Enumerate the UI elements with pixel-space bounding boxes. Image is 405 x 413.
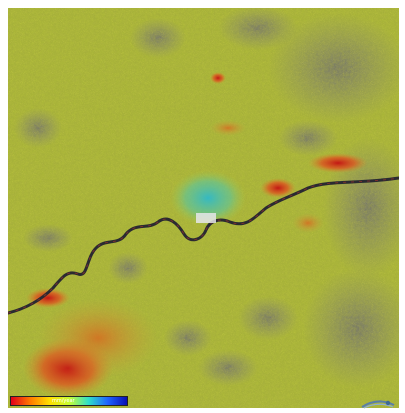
satellite-deformation-map — [8, 8, 399, 408]
docklands-patch — [196, 213, 216, 223]
agency-logo-icon — [361, 400, 395, 409]
legend-label: mm/year — [52, 398, 75, 404]
map-view[interactable] — [8, 8, 399, 408]
subsidence-zones — [23, 72, 368, 398]
legend-colorbar — [10, 396, 128, 406]
uplift-zone — [170, 170, 246, 226]
